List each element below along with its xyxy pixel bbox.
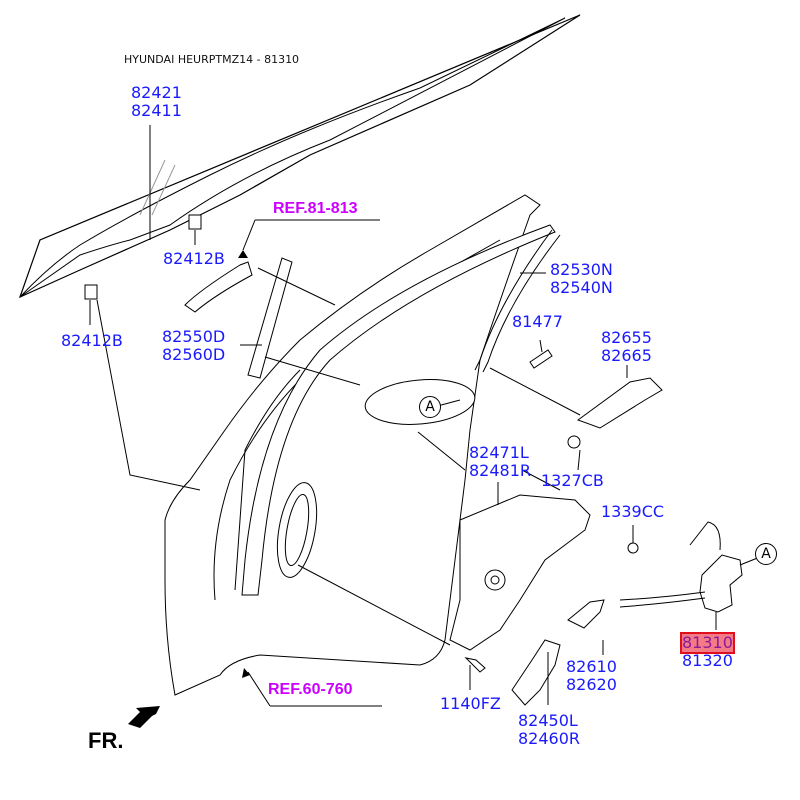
part-number[interactable]: 82655 xyxy=(601,328,652,347)
door-latch-part[interactable] xyxy=(700,555,742,612)
bolt-81477-part[interactable] xyxy=(530,350,552,368)
part-label-nut-1327cb[interactable]: 1327CB xyxy=(541,472,604,490)
part-label-regulator[interactable]: 82471L 82481R xyxy=(469,444,531,480)
diagram-title: HYUNDAI HEURPTMZ14 - 81310 xyxy=(124,53,300,66)
part-label-channel[interactable]: 82550D 82560D xyxy=(162,328,225,364)
part-number[interactable]: 82610 xyxy=(566,657,617,676)
part-number[interactable]: 1140FZ xyxy=(440,694,501,713)
part-number[interactable]: 82411 xyxy=(131,101,182,120)
part-number[interactable]: 82560D xyxy=(162,345,226,364)
part-label-inside-handle[interactable]: 82610 82620 xyxy=(566,658,617,694)
ref-81-813-arrowhead xyxy=(238,250,248,258)
part-number[interactable]: 1339CC xyxy=(601,502,665,521)
regulator-part[interactable] xyxy=(450,495,590,650)
front-direction-arrow xyxy=(128,706,160,728)
reference-link-60-760[interactable]: REF.60-760 xyxy=(268,681,353,698)
channel-part[interactable] xyxy=(248,258,292,378)
door-glass-outline[interactable] xyxy=(20,18,565,297)
nut-1339cc-part[interactable] xyxy=(628,543,638,553)
part-number[interactable]: 82421 xyxy=(131,83,182,102)
ref-60-760-arrowhead xyxy=(242,668,250,678)
part-number-highlighted[interactable]: 81310 xyxy=(680,632,735,654)
reference-link-81-813[interactable]: REF.81-813 xyxy=(273,200,358,217)
part-number[interactable]: 82412B xyxy=(163,249,225,268)
part-label-glass-clip-upper[interactable]: 82412B xyxy=(163,250,225,268)
run-channel-part[interactable] xyxy=(242,225,555,595)
door-panel[interactable] xyxy=(165,195,540,695)
glass-clip-lower[interactable] xyxy=(85,285,97,299)
callout-a-door: A xyxy=(419,396,441,418)
door-glass-shape xyxy=(20,15,580,297)
part-number[interactable]: 82620 xyxy=(566,675,617,694)
part-number[interactable]: 82540N xyxy=(550,278,613,297)
part-label-nut-1339cc[interactable]: 1339CC xyxy=(601,503,664,521)
outside-handle-part[interactable] xyxy=(185,262,252,312)
front-direction-label: FR. xyxy=(88,728,124,753)
motor-part[interactable] xyxy=(512,640,560,705)
callout-a-latch: A xyxy=(755,543,777,565)
part-number[interactable]: 82665 xyxy=(601,346,652,365)
part-label-bolt-81477[interactable]: 81477 xyxy=(512,313,563,331)
part-label-door-latch[interactable]: 81310 81320 xyxy=(680,632,735,670)
part-number[interactable]: 81477 xyxy=(512,312,563,331)
part-number[interactable]: 82550D xyxy=(162,327,226,346)
part-number[interactable]: 82412B xyxy=(61,331,123,350)
glass-clip-upper[interactable] xyxy=(189,215,201,229)
part-number[interactable]: 82530N xyxy=(550,260,613,279)
inside-handle-part[interactable] xyxy=(578,378,662,428)
part-number[interactable]: 82471L xyxy=(469,443,529,462)
bolt-1140fz-part[interactable] xyxy=(466,658,485,672)
lever-part[interactable] xyxy=(568,600,604,628)
part-number[interactable]: 81320 xyxy=(682,651,733,670)
nut-1327cb-part[interactable] xyxy=(568,436,580,448)
part-label-glass-clip-lower[interactable]: 82412B xyxy=(61,332,123,350)
part-number[interactable]: 82481R xyxy=(469,461,532,480)
part-number[interactable]: 1327CB xyxy=(541,471,604,490)
part-number[interactable]: 82460R xyxy=(518,729,581,748)
part-number[interactable]: 82450L xyxy=(518,711,578,730)
part-label-handle[interactable]: 82655 82665 xyxy=(601,329,652,365)
part-label-bolt-1140fz[interactable]: 1140FZ xyxy=(440,695,501,713)
part-label-run-channel[interactable]: 82530N 82540N xyxy=(550,261,613,297)
part-label-glass[interactable]: 82421 82411 xyxy=(131,84,182,120)
part-label-motor[interactable]: 82450L 82460R xyxy=(518,712,580,748)
